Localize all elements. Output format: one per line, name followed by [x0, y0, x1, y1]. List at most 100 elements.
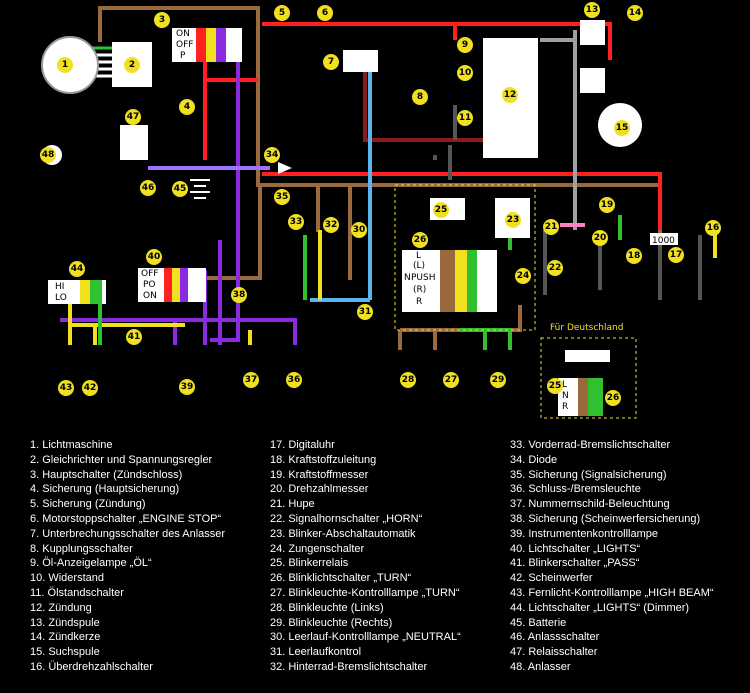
callout-circle [40, 147, 56, 163]
turn-pos-2: N [404, 273, 411, 283]
callout-number: 39 [181, 382, 194, 392]
turn-pos-5: R [416, 297, 422, 307]
callout-number: 28 [402, 375, 415, 385]
germany-turn-pos-0: L [562, 380, 567, 390]
dimmer-pos-0: HI [55, 282, 64, 292]
callout-circle [140, 180, 156, 196]
legend-item: 29. Blinkleuchte (Rechts) [270, 616, 393, 629]
callout-circle [264, 147, 280, 163]
germany-turn-pos-2: R [562, 402, 568, 412]
callout-number: 3 [159, 15, 165, 25]
callout-number: 48 [42, 150, 55, 160]
callout-circle [543, 219, 559, 235]
legend-item: 39. Instrumentenkontrolllampe [510, 527, 658, 540]
callout-circle [323, 217, 339, 233]
starter-relay-box [120, 125, 148, 160]
callout-circle [82, 380, 98, 396]
legend-item: 35. Sicherung (Signalsicherung) [510, 468, 667, 481]
legend-item: 16. Überdrehzahlschalter [30, 660, 153, 673]
legend-item: 36. Schluss-/Bremsleuchte [510, 483, 641, 496]
callout-circle [317, 5, 333, 21]
callout-number: 46 [142, 183, 155, 193]
ignition-pos-0: ON [176, 29, 190, 39]
lights-pos-1: PO [143, 280, 156, 290]
legend-item: 33. Vorderrad-Bremslichtschalter [510, 439, 671, 451]
callout-circle [179, 99, 195, 115]
callout-number: 24 [517, 271, 530, 281]
callout-number: 11 [459, 113, 472, 123]
callout-number: 40 [148, 252, 161, 262]
callout-circle [412, 89, 428, 105]
callout-circle [668, 247, 684, 263]
callout-circle [433, 202, 449, 218]
legend-item: 27. Blinkleuchte-Kontrolllampe „TURN“ [270, 586, 460, 599]
callout-number: 26 [607, 393, 620, 403]
legend-item: 10. Widerstand [30, 572, 104, 585]
legend-item: 24. Zungenschalter [270, 542, 365, 555]
legend-item: 14. Zündkerze [30, 631, 101, 644]
callout-circle [627, 5, 643, 21]
callout-circle [412, 232, 428, 248]
dimmer-pos-1: LO [55, 293, 67, 303]
callout-circle [547, 378, 563, 394]
ignition-pos-2: P [180, 51, 186, 61]
callout-number: 36 [288, 375, 301, 385]
callout-number: 21 [545, 222, 558, 232]
callout-circle [626, 248, 642, 264]
legend-item: 30. Leerlauf-Kontrolllampe „NEUTRAL“ [270, 631, 461, 644]
callout-circle [179, 379, 195, 395]
legend-item: 45. Batterie [510, 616, 567, 629]
callout-circle [400, 372, 416, 388]
callout-number: 22 [549, 263, 562, 273]
callout-number: 35 [276, 192, 289, 202]
callout-number: 42 [84, 383, 97, 393]
callout-circle [57, 57, 73, 73]
legend-item: 17. Digitaluhr [270, 439, 335, 451]
callout-number: 30 [353, 225, 366, 235]
callout-number: 31 [359, 307, 372, 317]
callout-number: 25 [435, 205, 448, 215]
legend-item: 25. Blinkerrelais [270, 557, 349, 570]
legend-item: 12. Zündung [30, 601, 92, 614]
turn-pos-0: L [416, 251, 421, 261]
callout-number: 9 [462, 40, 468, 50]
legend-item: 11. Ölstandschalter [30, 586, 124, 599]
callout-number: 25 [549, 381, 562, 391]
legend-item: 8. Kupplungsschalter [30, 542, 133, 555]
turn-pos-1: (L) [413, 261, 425, 271]
germany-note: Für Deutschland [550, 323, 623, 333]
legend-item: 22. Signalhornschalter „HORN“ [270, 512, 423, 525]
callout-number: 7 [328, 57, 334, 67]
callout-number: 47 [127, 112, 140, 122]
callout-circle [584, 2, 600, 18]
callout-number: 29 [492, 375, 505, 385]
callout-circle [351, 222, 367, 238]
legend-item: 37. Nummernschild-Beleuchtung [510, 498, 670, 511]
callout-number: 19 [601, 200, 614, 210]
turn-pos-4: (R) [413, 285, 426, 295]
callout-circle [502, 87, 518, 103]
callout-circle [457, 37, 473, 53]
callout-number: 32 [325, 220, 338, 230]
legend-item: 48. Anlasser [510, 660, 571, 673]
germany-inset [540, 337, 637, 419]
legend-item: 47. Relaisschalter [510, 646, 598, 659]
handlebar-switch-area [394, 184, 536, 331]
legend-item: 6. Motorstoppschalter „ENGINE STOP“ [30, 512, 222, 525]
legend-item: 42. Scheinwerfer [510, 572, 593, 585]
callout-circle [443, 372, 459, 388]
callout-number: 16 [707, 223, 720, 233]
legend-item: 15. Suchspule [30, 646, 100, 659]
callout-circle [58, 380, 74, 396]
callout-circle [547, 260, 563, 276]
callout-number: 15 [616, 123, 629, 133]
legend-item: 3. Hauptschalter (Zündschloss) [30, 468, 183, 481]
callout-circle [172, 181, 188, 197]
callout-number: 26 [414, 235, 427, 245]
callout-number: 23 [507, 215, 520, 225]
turn-pos-3: PUSH [411, 273, 436, 283]
legend-item: 19. Kraftstoffmesser [270, 468, 369, 481]
legend-item: 1. Lichtmaschine [30, 439, 113, 451]
callout-circle [592, 230, 608, 246]
